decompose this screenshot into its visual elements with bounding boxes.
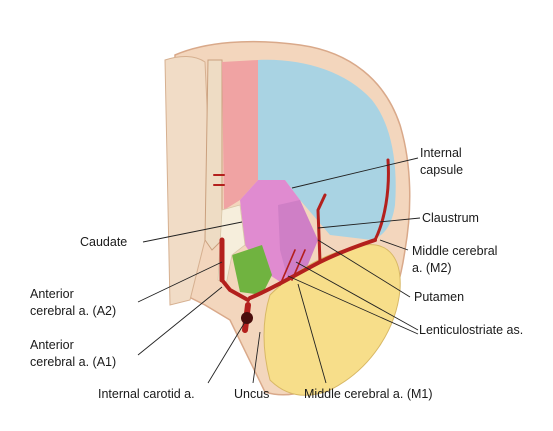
lenticulostriate-label: Lenticulostriate as. (419, 322, 523, 339)
middle-cerebral-m2-label: Middle cerebral a. (M2) (412, 243, 497, 277)
internal-carotid-lumen (241, 312, 253, 324)
caudate-label: Caudate (80, 234, 127, 251)
internal-carotid-label: Internal carotid a. (98, 386, 195, 403)
anterior-cerebral-a1-label: Anterior cerebral a. (A1) (30, 337, 116, 371)
anterior-cerebral-a2-label: Anterior cerebral a. (A2) (30, 286, 116, 320)
internal-capsule-label: Internal capsule (420, 145, 463, 179)
middle-cerebral-m1-label: Middle cerebral a. (M1) (304, 386, 433, 403)
claustrum-label: Claustrum (422, 210, 479, 227)
putamen-label: Putamen (414, 289, 464, 306)
uncus-label: Uncus (234, 386, 269, 403)
midline-fissure (205, 60, 222, 250)
